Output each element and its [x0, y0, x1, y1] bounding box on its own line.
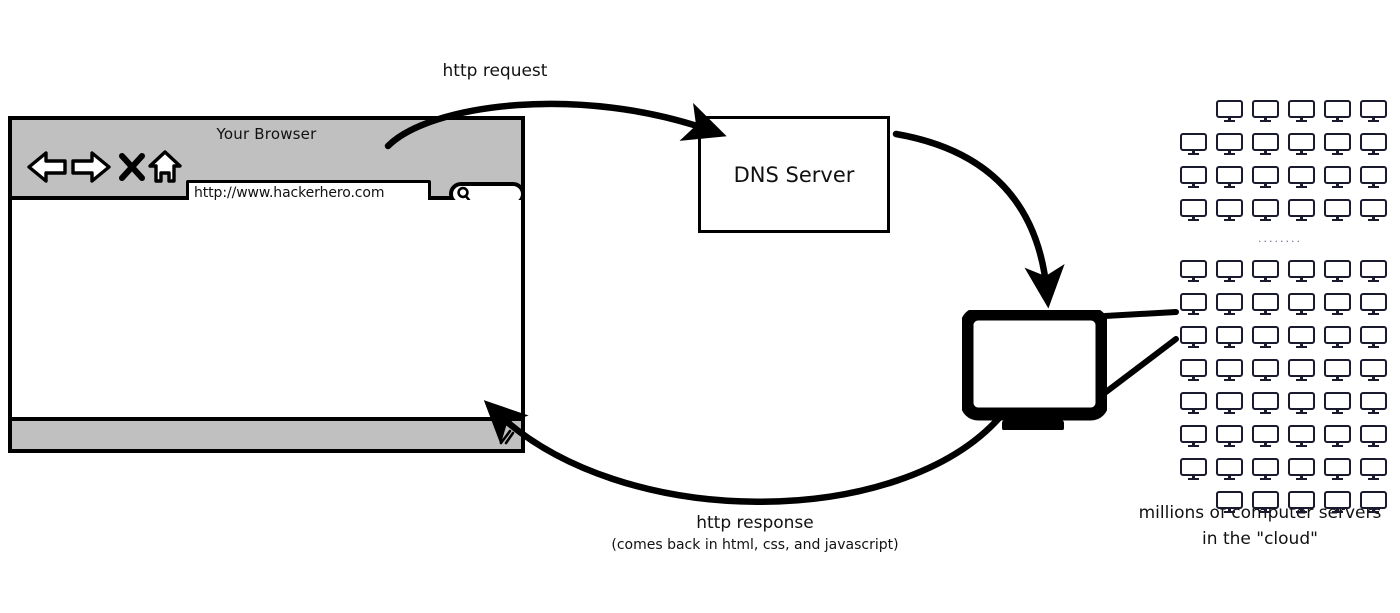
- server-monitor-icon: [1252, 260, 1279, 282]
- server-monitor-icon: [1216, 260, 1243, 282]
- server-monitor-icon: [1324, 166, 1351, 188]
- server-monitor-icon: [1324, 359, 1351, 381]
- browser-chrome: Your Browser: [12, 120, 525, 206]
- server-monitor-icon: [1216, 425, 1243, 447]
- server-monitor-icon: [1180, 166, 1207, 188]
- server-monitor-icon: [1252, 166, 1279, 188]
- back-arrow-icon[interactable]: [26, 150, 68, 184]
- http-response-label: http response: [696, 513, 814, 533]
- server-monitor-icon: [1180, 326, 1207, 348]
- server-monitor-icon: [1324, 491, 1351, 513]
- server-monitor-icon: [1360, 199, 1387, 221]
- server-farm-ellipsis: ........: [1258, 232, 1302, 245]
- server-monitor-icon: [1180, 199, 1207, 221]
- server-monitor-icon: [1288, 425, 1315, 447]
- http-response-arrow: [483, 400, 1004, 505]
- cloud-servers-label-line2: in the "cloud": [1202, 529, 1318, 549]
- server-monitor-icon: [1288, 133, 1315, 155]
- server-monitor-icon: [1324, 100, 1351, 122]
- server-monitor-icon: [1360, 392, 1387, 414]
- server-monitor-icon: [1324, 326, 1351, 348]
- server-monitor-icon: [1360, 166, 1387, 188]
- server-monitor-icon: [1288, 293, 1315, 315]
- resize-grip-icon[interactable]: [497, 429, 515, 445]
- server-monitor-icon: [1216, 359, 1243, 381]
- server-monitor-icon: [1360, 326, 1387, 348]
- browser-title: Your Browser: [216, 125, 317, 143]
- server-monitor-icon: [1360, 359, 1387, 381]
- url-text: http://www.hackerhero.com: [194, 185, 385, 201]
- server-monitor-icon: [1288, 199, 1315, 221]
- server-monitor-icon: [1324, 260, 1351, 282]
- server-monitor-icon: [1324, 425, 1351, 447]
- server-monitor-icon: [1324, 458, 1351, 480]
- server-monitor-icon: [1252, 133, 1279, 155]
- server-monitor-icon: [1216, 293, 1243, 315]
- server-monitor-icon: [1288, 359, 1315, 381]
- browser-viewport[interactable]: [12, 200, 521, 417]
- server-monitor-icon: [1360, 491, 1387, 513]
- server-monitor-icon: [1252, 293, 1279, 315]
- forward-arrow-icon[interactable]: [70, 150, 112, 184]
- server-monitor-icon: [1180, 458, 1207, 480]
- server-monitor-icon: [1324, 133, 1351, 155]
- server-monitor-icon: [1252, 359, 1279, 381]
- server-monitor-icon: [1180, 133, 1207, 155]
- server-monitor-icon: [1252, 392, 1279, 414]
- browser-status-bar: [12, 417, 521, 449]
- server-monitor-icon: [1252, 458, 1279, 480]
- server-monitor-icon: [1288, 100, 1315, 122]
- server-monitor-icon: [1180, 260, 1207, 282]
- server-monitor-icon: [1324, 392, 1351, 414]
- server-monitor-icon: [1252, 100, 1279, 122]
- search-icon: [457, 186, 471, 202]
- http-request-label: http request: [442, 61, 548, 81]
- home-icon[interactable]: [147, 149, 183, 185]
- browser-window[interactable]: Your Browser: [8, 116, 525, 453]
- server-monitor-icon: [1180, 359, 1207, 381]
- dns-to-server-arrow: [892, 130, 1065, 309]
- server-monitor-icon: [1216, 326, 1243, 348]
- server-monitor-icon: [1360, 133, 1387, 155]
- server-monitor-icon: [1324, 293, 1351, 315]
- server-monitor-icon: [1360, 293, 1387, 315]
- server-monitor-icon: [1288, 260, 1315, 282]
- server-monitor-icon: [1360, 458, 1387, 480]
- browser-toolbar: http://www.hackerhero.com: [12, 147, 525, 206]
- server-monitor-icon: [1288, 326, 1315, 348]
- cloud-monitor-icon: [962, 310, 1107, 430]
- server-monitor-icon: [1288, 166, 1315, 188]
- server-monitor-icon: [1360, 260, 1387, 282]
- http-response-sublabel: (comes back in html, css, and javascript…: [611, 537, 899, 553]
- server-monitor-icon: [1288, 392, 1315, 414]
- server-monitor-icon: [1180, 425, 1207, 447]
- monitor-farm-connector-bottom: [1103, 336, 1179, 395]
- server-monitor-icon: [1252, 326, 1279, 348]
- server-monitor-icon: [1216, 491, 1243, 513]
- monitor-farm-connector-top: [1102, 309, 1179, 319]
- dns-server-label: DNS Server: [733, 162, 855, 187]
- server-monitor-icon: [1360, 425, 1387, 447]
- server-farm: ........: [1180, 100, 1400, 513]
- server-monitor-icon: [1216, 100, 1243, 122]
- server-monitor-icon: [1216, 392, 1243, 414]
- server-monitor-icon: [1288, 491, 1315, 513]
- server-monitor-icon: [1324, 199, 1351, 221]
- server-monitor-icon: [1360, 100, 1387, 122]
- server-monitor-icon: [1216, 458, 1243, 480]
- cloud-servers-label-line1: millions of computer servers: [1138, 503, 1382, 523]
- server-monitor-icon: [1252, 425, 1279, 447]
- server-monitor-icon: [1216, 199, 1243, 221]
- server-monitor-icon: [1288, 458, 1315, 480]
- server-monitor-icon: [1252, 199, 1279, 221]
- server-monitor-icon: [1180, 293, 1207, 315]
- server-monitor-icon: [1216, 133, 1243, 155]
- server-monitor-icon: [1180, 392, 1207, 414]
- stop-x-icon[interactable]: [118, 152, 146, 182]
- dns-server-box[interactable]: DNS Server: [698, 116, 890, 233]
- server-monitor-icon: [1252, 491, 1279, 513]
- server-monitor-icon: [1216, 166, 1243, 188]
